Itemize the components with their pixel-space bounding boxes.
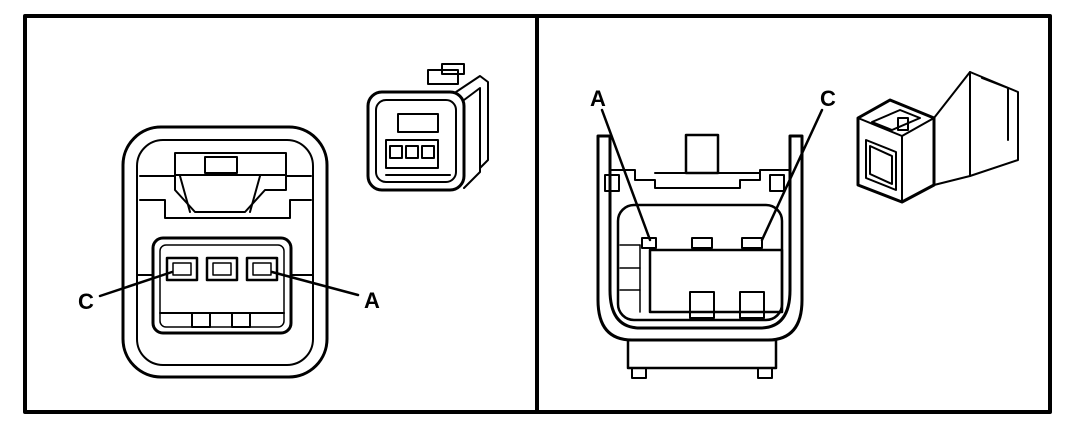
right-terminal-b <box>691 237 713 249</box>
right-base-foot-right <box>757 367 773 379</box>
left-panel: C A <box>78 63 489 379</box>
right-side-tab-right <box>769 174 785 192</box>
right-center-post <box>684 133 720 175</box>
left-terminal-block <box>151 236 293 335</box>
leader-line-c-right <box>760 108 824 242</box>
bottom-key-2 <box>231 312 251 328</box>
right-terminal-c <box>741 237 763 249</box>
latch-window <box>174 152 287 176</box>
left-bottom-keys <box>159 312 285 328</box>
left-terminal-block-inner <box>159 244 285 328</box>
latch-arm-right <box>249 175 261 213</box>
cavity-b-inner <box>212 262 232 276</box>
latch-ledge <box>139 175 312 213</box>
right-panel: A C <box>590 71 1019 379</box>
cavity-c <box>165 256 199 282</box>
callout-a-left: A <box>364 288 380 313</box>
leader-line-c-left <box>98 270 174 298</box>
left-connector-outer-shell <box>121 125 329 379</box>
cavity-c-inner <box>172 262 192 276</box>
right-terminal-insert <box>648 248 784 314</box>
left-connector-face-view <box>121 125 329 379</box>
right-side-tab-left <box>604 174 620 192</box>
right-base-foot-left <box>631 367 647 379</box>
callout-c-left: C <box>78 289 94 314</box>
right-insert-key-1 <box>689 291 715 319</box>
latch-arm-left <box>179 175 191 213</box>
leader-line-a-left <box>270 270 360 297</box>
right-connector-base <box>626 338 778 370</box>
right-top-profile <box>609 169 791 189</box>
right-insert-key-2 <box>739 291 765 319</box>
right-connector-section-view <box>596 133 804 379</box>
right-connector-thumbnail <box>856 71 1019 204</box>
callout-a-right: A <box>590 86 606 111</box>
leader-line-a-right <box>600 108 652 242</box>
cavity-b <box>205 256 239 282</box>
callout-c-right: C <box>820 86 836 111</box>
latch-step <box>139 199 312 219</box>
left-latch <box>139 152 312 219</box>
bottom-key-1 <box>191 312 211 328</box>
left-connector-thumbnail <box>366 63 489 192</box>
cavity-a-inner <box>252 262 272 276</box>
latch-center-slot <box>204 156 238 174</box>
left-cavities <box>165 256 279 282</box>
right-left-detail <box>619 244 641 313</box>
cavity-a <box>245 256 279 282</box>
right-outer-shell <box>596 134 804 342</box>
left-connector-inner-shell <box>136 139 314 366</box>
